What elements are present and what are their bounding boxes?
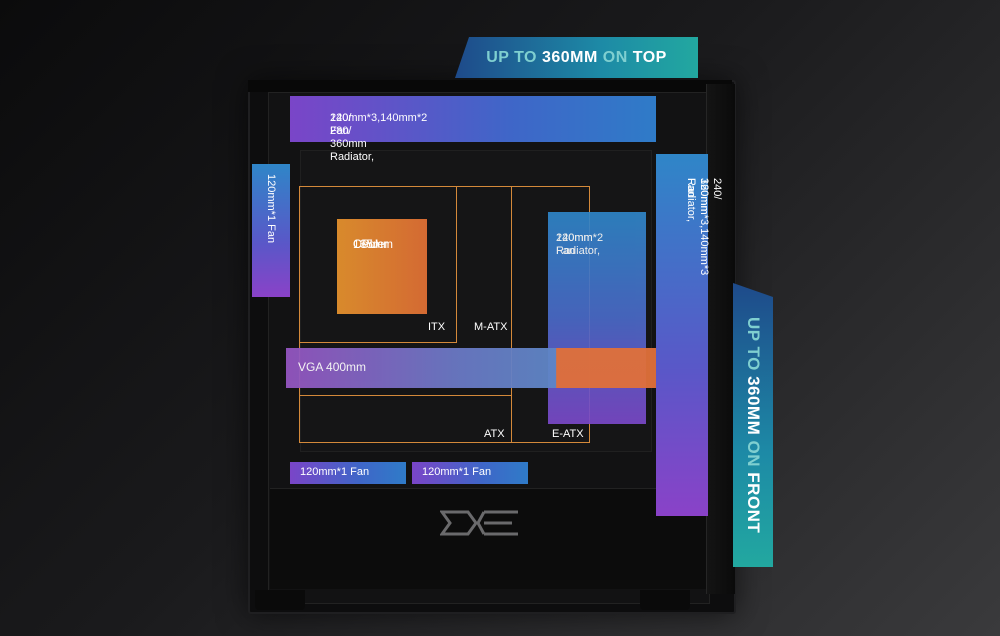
atx-label: ATX bbox=[484, 428, 505, 440]
inner-radiator-line2: 120mm*2 Fan bbox=[556, 232, 604, 257]
inner-radiator-line1: 240mm Radiator, bbox=[556, 232, 601, 257]
case-foot-right bbox=[640, 590, 690, 610]
inner-radiator-zone: 240mm Radiator, 120mm*2 Fan bbox=[548, 212, 646, 424]
cpu-cooler-zone: CPU Cooler 165mm bbox=[337, 219, 427, 314]
front-radiator-line1: 240/ 360mm Radiator, bbox=[685, 178, 723, 223]
matx-label: M-ATX bbox=[474, 321, 508, 333]
front-panel bbox=[706, 84, 735, 594]
front-radiator-line2: 120mm*3,140mm*3 Fan bbox=[685, 178, 710, 276]
front-banner-part4: FRONT bbox=[744, 472, 763, 534]
top-banner-part1: UP TO bbox=[486, 48, 542, 66]
psu-shroud bbox=[270, 488, 706, 589]
pc-case-top bbox=[248, 80, 732, 92]
front-banner-background bbox=[733, 283, 773, 567]
top-radiator-zone: 240/ 280/ 360mm Radiator, 120mm*3,140mm*… bbox=[290, 96, 656, 163]
rear-fan-zone: 120mm*1 Fan bbox=[252, 164, 290, 297]
front-banner-part1: UP TO bbox=[744, 316, 763, 376]
eatx-label: E-ATX bbox=[552, 428, 584, 440]
case-foot-left bbox=[255, 590, 305, 610]
vga-label: VGA 400mm bbox=[298, 360, 367, 374]
vga-zone: VGA 400mm bbox=[286, 348, 661, 388]
top-banner-part2: 360MM bbox=[541, 48, 598, 66]
front-banner-part3: ON bbox=[744, 435, 763, 473]
darkflash-logo-icon bbox=[440, 510, 518, 536]
cpu-cooler-line3: 165mm bbox=[353, 237, 394, 251]
itx-label: ITX bbox=[428, 321, 446, 333]
bottom-fan-zone-2: 120mm*1 Fan bbox=[412, 462, 528, 484]
top-radiator-line2: 120mm*3,140mm*2 Fan bbox=[330, 112, 428, 137]
top-banner-part4: TOP bbox=[632, 48, 667, 66]
cpu-cooler-line2: Cooler bbox=[353, 237, 389, 251]
top-banner: UP TO 360MM ON TOP bbox=[455, 37, 698, 78]
rear-fan-label: 120mm*1 Fan bbox=[265, 174, 277, 244]
top-radiator-line1: 240/ 280/ 360mm Radiator, bbox=[330, 112, 375, 163]
top-banner-part3: ON bbox=[597, 48, 633, 66]
bottom-fan-2-label: 120mm*1 Fan bbox=[422, 466, 492, 478]
front-banner: UP TO 360MM ON FRONT bbox=[733, 283, 773, 567]
front-banner-part2: 360MM bbox=[744, 375, 763, 436]
front-radiator-zone: 240/ 360mm Radiator, 120mm*3,140mm*3 Fan bbox=[656, 154, 723, 516]
itx-outline bbox=[299, 186, 457, 343]
top-banner-background bbox=[455, 37, 698, 78]
bottom-fan-zone-1: 120mm*1 Fan bbox=[290, 462, 406, 484]
bottom-fan-1-label: 120mm*1 Fan bbox=[300, 466, 370, 478]
cpu-cooler-line1: CPU bbox=[353, 237, 379, 251]
